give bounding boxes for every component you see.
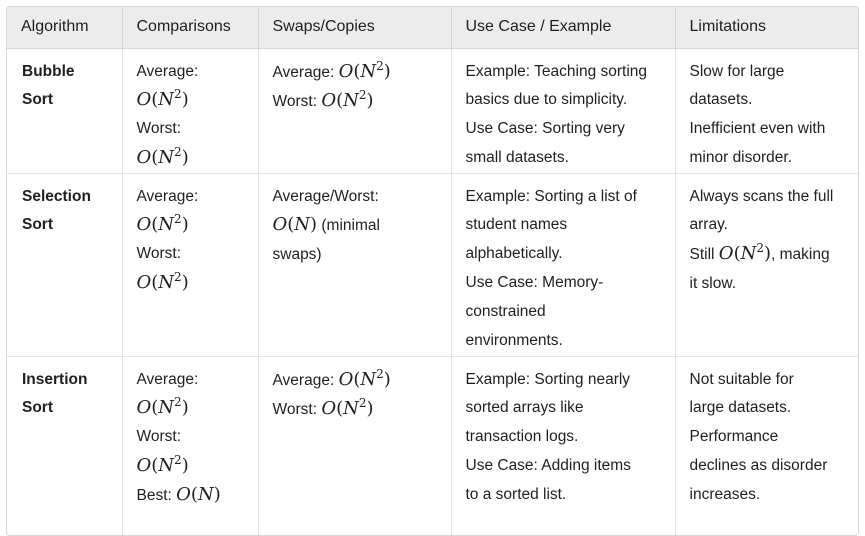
algorithm-name-line: Sort <box>22 216 53 234</box>
limitations-cell: Not suitable for large datasets. Perform… <box>675 356 858 535</box>
header-swaps-copies: Swaps/Copies <box>258 7 452 49</box>
swaps-average-line: Average: O(N2) <box>272 58 391 82</box>
sorting-algorithms-table: Algorithm Comparisons Swaps/Copies Use C… <box>7 7 858 535</box>
table-row: Selection Sort Average: O(N2) Worst: O(N… <box>7 173 858 357</box>
worst-label: Worst: <box>136 428 182 446</box>
complexity-formula: O(N) <box>176 483 221 505</box>
algorithm-name-line: Bubble <box>22 62 75 80</box>
swaps-average-worst-label: Average/Worst: <box>272 187 379 205</box>
average-label: Average: <box>136 62 199 80</box>
algorithm-cell: Insertion Sort <box>7 356 123 535</box>
limitation-line: datasets. <box>689 91 753 109</box>
algorithm-name-line: Sort <box>22 399 53 417</box>
use-case-line: alphabetically. <box>465 245 563 263</box>
complexity-formula: O(N2) <box>136 212 189 236</box>
use-case-line: transaction logs. <box>465 428 579 446</box>
use-case-line: student names <box>465 216 568 234</box>
algorithm-cell: Selection Sort <box>7 173 123 357</box>
use-case-line: Use Case: Adding items <box>465 457 631 475</box>
header-use-case: Use Case / Example <box>451 7 676 49</box>
limitation-line: Inefficient even with <box>689 120 826 138</box>
best-line: Best: O(N) <box>136 483 221 505</box>
algorithm-name-line: Selection <box>22 187 91 205</box>
comparisons-cell: Average: O(N2) Worst: O(N2) Best: O(N) <box>122 356 259 535</box>
algorithm-name-line: Sort <box>22 91 53 109</box>
use-case-line: constrained <box>465 302 546 320</box>
use-case-line: to a sorted list. <box>465 485 567 503</box>
use-case-cell: Example: Teaching sorting basics due to … <box>451 48 676 174</box>
worst-label: Worst: <box>136 120 182 138</box>
use-case-line: Example: Teaching sorting <box>465 62 648 80</box>
swaps-cell: Average: O(N2) Worst: O(N2) <box>258 356 452 535</box>
complexity-formula: O(N2) <box>136 270 189 294</box>
swaps-cell: Average: O(N2) Worst: O(N2) <box>258 48 452 174</box>
complexity-formula: O(N2) <box>136 144 189 168</box>
complexity-formula: O(N2) <box>321 88 374 112</box>
complexity-formula: O(N) <box>272 214 318 236</box>
complexity-formula: O(N2) <box>136 87 189 111</box>
average-label: Average: <box>136 370 199 388</box>
limitation-line: Still O(N2), making <box>689 241 830 265</box>
comparisons-cell: Average: O(N2) Worst: O(N2) <box>122 48 259 174</box>
complexity-formula: O(N2) <box>338 366 391 390</box>
complexity-formula: O(N2) <box>136 453 189 477</box>
complexity-formula: O(N2) <box>338 58 391 82</box>
swaps-formula-line: O(N) (minimal <box>272 214 380 236</box>
swaps-average-line: Average: O(N2) <box>272 366 391 390</box>
limitation-line: Slow for large <box>689 62 785 80</box>
limitations-cell: Always scans the full array. Still O(N2)… <box>675 173 858 357</box>
use-case-line: Example: Sorting nearly <box>465 370 631 388</box>
table-row: Insertion Sort Average: O(N2) Worst: O(N… <box>7 356 858 535</box>
header-row: Algorithm Comparisons Swaps/Copies Use C… <box>7 7 858 49</box>
swaps-worst-line: Worst: O(N2) <box>272 88 374 112</box>
limitation-line: declines as disorder <box>689 457 828 475</box>
worst-label: Worst: <box>136 245 182 263</box>
use-case-line: basics due to simplicity. <box>465 91 628 109</box>
header-algorithm: Algorithm <box>7 7 123 49</box>
limitation-line: increases. <box>689 485 761 503</box>
use-case-line: Use Case: Memory- <box>465 274 604 292</box>
complexity-formula: O(N2) <box>321 396 374 420</box>
limitation-line: large datasets. <box>689 399 792 417</box>
limitation-line: Performance <box>689 428 779 446</box>
table-row: Bubble Sort Average: O(N2) Worst: O(N2) … <box>7 48 858 174</box>
swaps-worst-line: Worst: O(N2) <box>272 396 374 420</box>
comparisons-cell: Average: O(N2) Worst: O(N2) <box>122 173 259 357</box>
header-limitations: Limitations <box>675 7 858 49</box>
algorithm-cell: Bubble Sort <box>7 48 123 174</box>
limitation-line: it slow. <box>689 275 737 293</box>
use-case-line: Example: Sorting a list of <box>465 187 637 205</box>
use-case-cell: Example: Sorting nearly sorted arrays li… <box>451 356 676 535</box>
limitation-line: array. <box>689 216 728 234</box>
swaps-cell: Average/Worst: O(N) (minimal swaps) <box>258 173 452 357</box>
use-case-line: sorted arrays like <box>465 399 584 417</box>
use-case-line: small datasets. <box>465 148 569 166</box>
use-case-line: environments. <box>465 331 563 349</box>
limitation-line: minor disorder. <box>689 148 793 166</box>
complexity-formula: O(N2) <box>718 241 772 265</box>
header-comparisons: Comparisons <box>122 7 259 49</box>
use-case-line: Use Case: Sorting very <box>465 120 625 138</box>
algorithm-name-line: Insertion <box>22 370 88 388</box>
swaps-note-line: swaps) <box>272 246 322 264</box>
complexity-table-container: Algorithm Comparisons Swaps/Copies Use C… <box>6 6 859 536</box>
limitations-cell: Slow for large datasets. Inefficient eve… <box>675 48 858 174</box>
average-label: Average: <box>136 187 199 205</box>
use-case-cell: Example: Sorting a list of student names… <box>451 173 676 357</box>
limitation-line: Always scans the full <box>689 187 834 205</box>
limitation-line: Not suitable for <box>689 370 794 388</box>
complexity-formula: O(N2) <box>136 395 189 419</box>
